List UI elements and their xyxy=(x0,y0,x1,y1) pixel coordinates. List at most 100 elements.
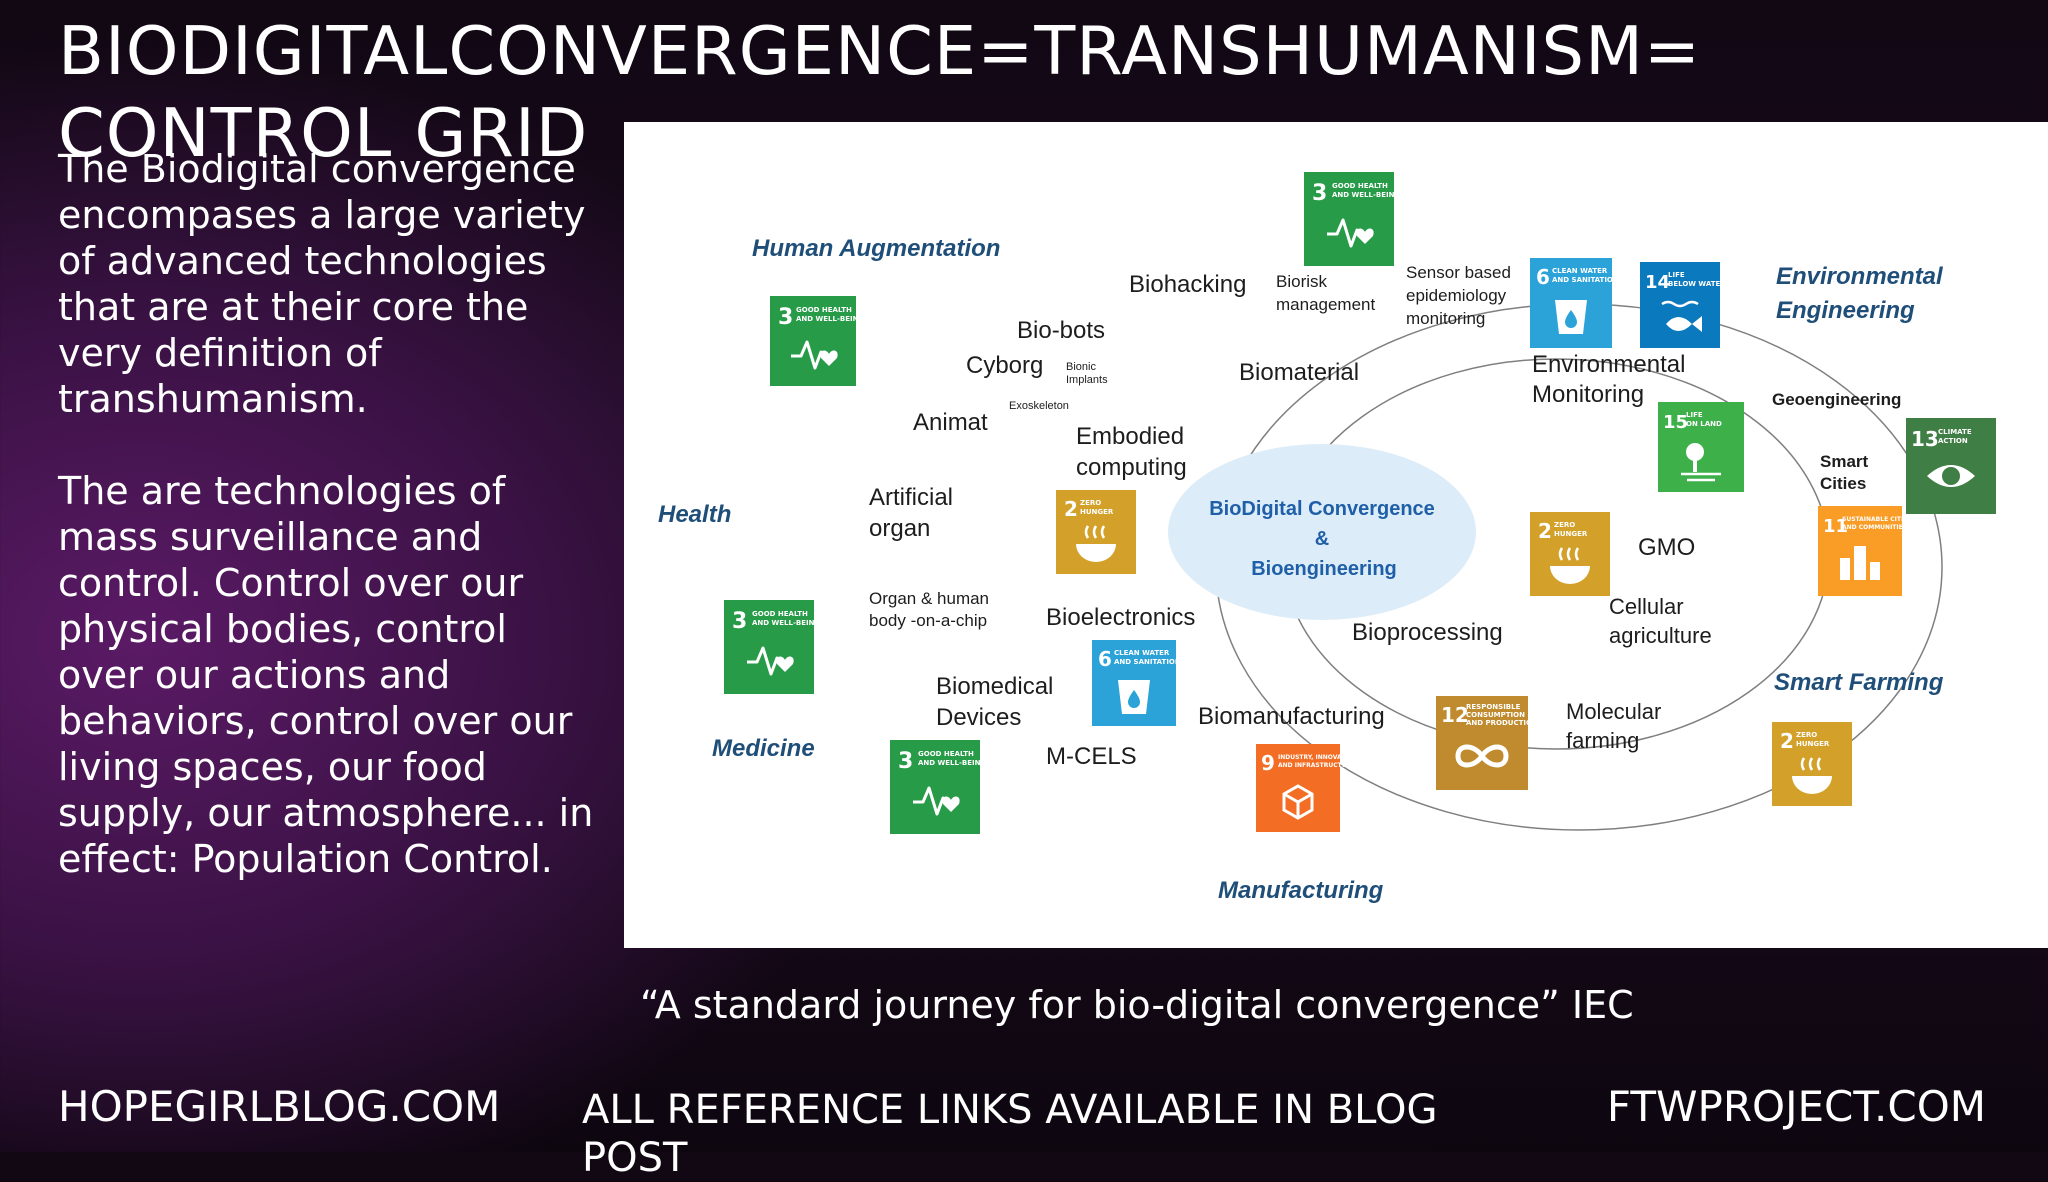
term-molecular-2: farming xyxy=(1566,728,1639,753)
svg-text:2: 2 xyxy=(1780,729,1794,753)
svg-text:2: 2 xyxy=(1538,519,1552,543)
svg-text:CONSUMPTION: CONSUMPTION xyxy=(1466,711,1525,719)
term-geoengineering: Geoengineering xyxy=(1772,390,1901,409)
svg-text:AND SANITATION: AND SANITATION xyxy=(1552,276,1619,284)
category-environmental-line-2: Engineering xyxy=(1776,297,1915,324)
svg-text:14: 14 xyxy=(1645,272,1670,293)
term-biobots: Bio-bots xyxy=(1017,317,1105,344)
term-biorisk-1: Biorisk xyxy=(1276,272,1328,291)
term-exoskeleton: Exoskeleton xyxy=(1009,400,1069,412)
paragraph-1: The Biodigital convergence encompases a … xyxy=(58,147,586,421)
sdg-zero-hunger-gmo-icon: 2 ZERO HUNGER xyxy=(1530,512,1610,596)
svg-text:HUNGER: HUNGER xyxy=(1554,530,1588,538)
svg-text:13: 13 xyxy=(1911,427,1939,451)
term-gmo: GMO xyxy=(1638,534,1695,561)
svg-text:LIFE: LIFE xyxy=(1686,411,1703,419)
svg-text:AND PRODUCTION: AND PRODUCTION xyxy=(1466,719,1538,727)
term-biomedical-1: Biomedical xyxy=(936,673,1053,700)
svg-text:12: 12 xyxy=(1441,703,1469,727)
convergence-diagram: BioDigital Convergence & Bioengineering … xyxy=(658,172,1996,904)
term-artificial-organ-1: Artificial xyxy=(869,484,953,511)
category-medicine: Medicine xyxy=(712,735,815,762)
center-line-1: BioDigital Convergence xyxy=(1209,498,1435,520)
term-biomanufacturing: Biomanufacturing xyxy=(1198,703,1385,730)
term-artificial-organ-2: organ xyxy=(869,515,930,542)
svg-text:15: 15 xyxy=(1663,412,1688,433)
svg-text:HUNGER: HUNGER xyxy=(1080,508,1114,516)
term-env-monitoring-1: Environmental xyxy=(1532,351,1685,378)
term-cellular-1: Cellular xyxy=(1609,594,1684,619)
svg-text:3: 3 xyxy=(898,749,913,774)
svg-text:3: 3 xyxy=(732,609,747,634)
footer-center-text: ALL REFERENCE LINKS AVAILABLE IN BLOG PO… xyxy=(582,1087,1438,1181)
svg-text:ZERO: ZERO xyxy=(1080,499,1101,507)
svg-text:HUNGER: HUNGER xyxy=(1796,740,1830,748)
sdg-clean-water-top-icon: 6 CLEAN WATER AND SANITATION xyxy=(1530,258,1619,348)
svg-text:CLIMATE: CLIMATE xyxy=(1938,428,1972,436)
svg-text:GOOD HEALTH: GOOD HEALTH xyxy=(752,610,808,618)
term-bioelectronics: Bioelectronics xyxy=(1046,604,1195,631)
term-biohacking: Biohacking xyxy=(1129,271,1246,298)
sdg-life-on-land-icon: 15 LIFE ON LAND xyxy=(1658,402,1744,492)
svg-text:LIFE: LIFE xyxy=(1668,271,1685,279)
sdg-zero-hunger-inner-icon: 2 ZERO HUNGER xyxy=(1056,490,1136,574)
term-bionic-1: Bionic xyxy=(1066,361,1096,373)
center-line-2: & xyxy=(1315,528,1329,550)
term-molecular-1: Molecular xyxy=(1566,699,1661,724)
svg-text:CLEAN WATER: CLEAN WATER xyxy=(1114,649,1170,657)
sdg-good-health-medicine-icon: 3 GOOD HEALTH AND WELL-BEING xyxy=(890,740,986,834)
sdg-life-below-water-icon: 14 LIFE BELOW WATER xyxy=(1640,262,1726,348)
category-health: Health xyxy=(658,501,731,528)
term-bionic-2: Implants xyxy=(1066,374,1108,386)
term-sensor-3: monitoring xyxy=(1406,309,1485,328)
sdg-clean-water-inner-icon: 6 CLEAN WATER AND SANITATION xyxy=(1092,640,1181,726)
sdg-good-health-top-icon: 3 GOOD HEALTH AND WELL-BEING xyxy=(1304,172,1400,266)
footer-left-link: HOPEGIRLBLOG.COM xyxy=(58,1082,501,1131)
svg-text:6: 6 xyxy=(1536,265,1550,289)
svg-text:INDUSTRY, INNOVATION: INDUSTRY, INNOVATION xyxy=(1278,754,1358,761)
center-ellipse xyxy=(1168,444,1476,620)
svg-text:ZERO: ZERO xyxy=(1796,731,1817,739)
category-human-augmentation: Human Augmentation xyxy=(752,235,1000,262)
term-smart-cities-2: Cities xyxy=(1820,474,1866,493)
svg-text:BELOW WATER: BELOW WATER xyxy=(1668,280,1726,288)
svg-text:11: 11 xyxy=(1823,516,1848,537)
category-smart-farming: Smart Farming xyxy=(1774,669,1944,696)
svg-text:6: 6 xyxy=(1098,647,1112,671)
svg-text:GOOD HEALTH: GOOD HEALTH xyxy=(796,306,852,314)
svg-text:9: 9 xyxy=(1261,751,1275,775)
svg-text:RESPONSIBLE: RESPONSIBLE xyxy=(1466,703,1521,711)
diagram-figure: BioDigital Convergence & Bioengineering … xyxy=(624,122,2048,948)
svg-text:AND WELL-BEING: AND WELL-BEING xyxy=(1332,191,1400,199)
svg-text:AND WELL-BEING: AND WELL-BEING xyxy=(918,759,986,767)
sdg-good-health-health-icon: 3 GOOD HEALTH AND WELL-BEING xyxy=(724,600,820,694)
paragraph-2: The are technologies of mass surveillanc… xyxy=(58,469,594,881)
svg-text:AND INFRASTRUCTURE: AND INFRASTRUCTURE xyxy=(1278,762,1355,769)
svg-text:2: 2 xyxy=(1064,497,1078,521)
category-manufacturing: Manufacturing xyxy=(1218,877,1384,904)
svg-text:3: 3 xyxy=(778,305,793,330)
svg-text:GOOD HEALTH: GOOD HEALTH xyxy=(918,750,974,758)
figure-caption: “A standard journey for bio-digital conv… xyxy=(640,983,1634,1027)
category-environmental-line-1: Environmental xyxy=(1776,263,1944,290)
sdg-sustainable-cities-icon: 11 SUSTAINABLE CITIES AND COMMUNITIES xyxy=(1818,506,1912,596)
term-cyborg: Cyborg xyxy=(966,352,1043,379)
term-sensor-1: Sensor based xyxy=(1406,263,1511,282)
svg-text:GOOD HEALTH: GOOD HEALTH xyxy=(1332,182,1388,190)
slide-title: BIODIGITALCONVERGENCE=TRANSHUMANISM= CON… xyxy=(58,12,1702,172)
sdg-responsible-consumption-icon: 12 RESPONSIBLE CONSUMPTION AND PRODUCTIO… xyxy=(1436,696,1538,790)
svg-text:SUSTAINABLE CITIES: SUSTAINABLE CITIES xyxy=(1842,516,1912,523)
sdg-zero-hunger-farming-icon: 2 ZERO HUNGER xyxy=(1772,722,1852,806)
svg-text:ON LAND: ON LAND xyxy=(1686,420,1722,428)
term-animat: Animat xyxy=(913,409,988,436)
center-line-3: Bioengineering xyxy=(1251,558,1397,580)
svg-text:CLEAN WATER: CLEAN WATER xyxy=(1552,267,1608,275)
term-biomedical-2: Devices xyxy=(936,704,1021,731)
svg-text:ZERO: ZERO xyxy=(1554,521,1575,529)
term-sensor-2: epidemiology xyxy=(1406,286,1507,305)
svg-text:AND COMMUNITIES: AND COMMUNITIES xyxy=(1842,524,1907,531)
svg-text:3: 3 xyxy=(1312,181,1327,206)
sdg-climate-action-icon: 13 CLIMATE ACTION xyxy=(1906,418,1996,514)
svg-text:AND SANITATION: AND SANITATION xyxy=(1114,658,1181,666)
term-smart-cities-1: Smart xyxy=(1820,452,1869,471)
